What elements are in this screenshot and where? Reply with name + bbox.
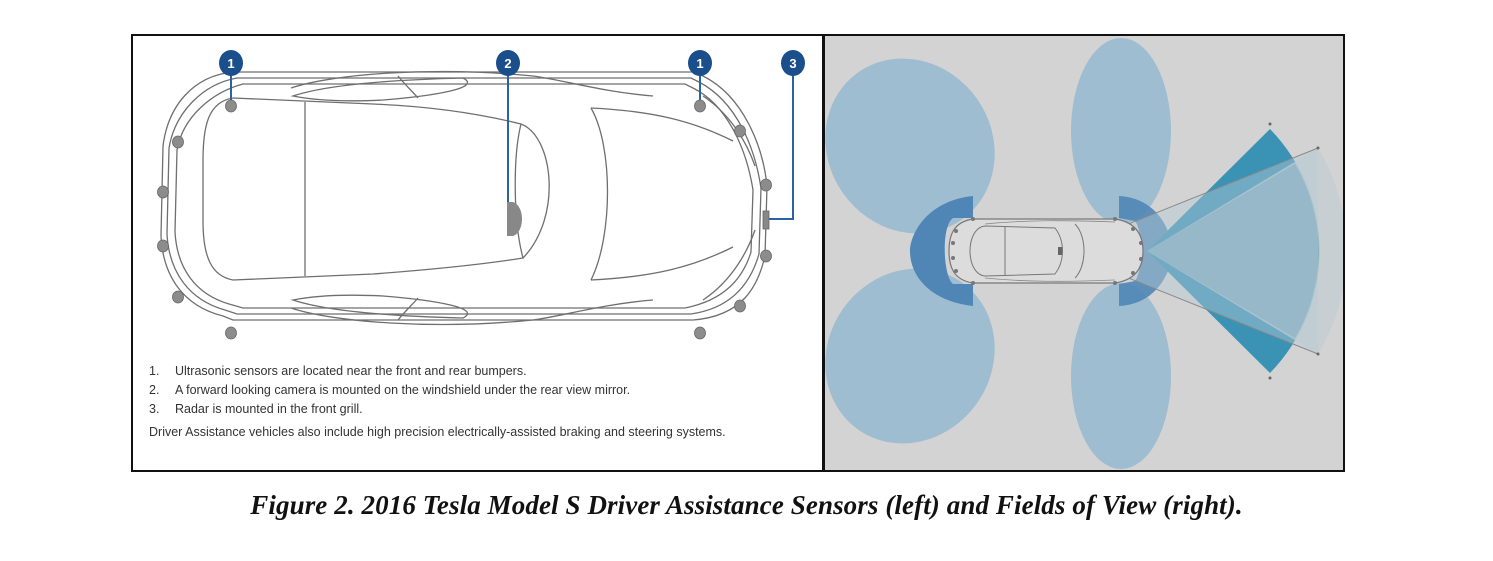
sensor-dot [225,99,237,113]
car-top-view [948,217,1144,285]
panel-divider [822,36,825,470]
fov-diagram [825,38,1343,469]
legend-item: 1. Ultrasonic sensors are located near t… [149,362,809,381]
figure-caption: Figure 2. 2016 Tesla Model S Driver Assi… [250,490,1243,520]
callout-number: 3 [789,56,796,71]
ultrasonic-lobes [825,38,1171,469]
sensor-dot [225,326,237,340]
legend-number: 3. [149,402,160,416]
sensor-dot [734,299,746,313]
radar-marker [762,210,770,230]
figure-frame: 1 2 1 3 1. Ultrasonic sensors are locate… [131,34,1345,472]
front-near-field [1119,196,1173,306]
callout-badge-3: 3 [781,50,805,76]
legend-number: 2. [149,383,160,397]
sensor-legend: 1. Ultrasonic sensors are located near t… [149,362,809,440]
legend-item: 2. A forward looking camera is mounted o… [149,381,809,400]
sensor-dot [157,185,169,199]
fields-of-view-panel [825,36,1343,470]
legend-number: 1. [149,364,160,378]
sensor-dot [734,124,746,138]
callout-badge-2: 2 [496,50,520,76]
rear-right-lobe [825,268,995,444]
legend-item: 3. Radar is mounted in the front grill. [149,400,809,419]
front-left-lobe [1071,38,1171,224]
callout-badge-1-front: 1 [688,50,712,76]
sensors-panel: 1 2 1 3 1. Ultrasonic sensors are locate… [133,36,822,470]
sensor-dot [172,290,184,304]
car-outline [160,70,768,326]
camera-marker [507,202,522,236]
camera-sector [1147,164,1319,338]
rear-left-lobe [825,58,995,234]
sensor-dot [172,135,184,149]
ultrasonic-sensors [157,99,772,340]
callout-number: 2 [504,56,511,71]
cone-end-marker [1316,352,1320,356]
callout-badge-1-rear: 1 [219,50,243,76]
front-right-lobe [1071,283,1171,469]
car-sensor-diagram: 1 2 1 3 [157,50,805,340]
rear-near-field [910,196,973,306]
cone-end-marker [1316,146,1320,150]
radar-end-marker [1268,376,1272,380]
sensor-dot [760,178,772,192]
sensor-dot [760,249,772,263]
legend-text: A forward looking camera is mounted on t… [175,383,631,397]
fov-sensor-dots [951,217,1143,285]
camera-cone [1061,148,1318,354]
radar-end-marker [1268,122,1272,126]
callout-number: 1 [227,56,234,71]
legend-text: Ultrasonic sensors are located near the … [175,364,527,378]
sensor-dot [694,326,706,340]
legend-note: Driver Assistance vehicles also include … [149,425,726,439]
legend-text: Radar is mounted in the front grill. [175,402,363,416]
callout-number: 1 [696,56,703,71]
camera-marker [1058,247,1062,255]
sensor-dot [157,239,169,253]
callout-lines [230,72,794,220]
sensor-dot [694,99,706,113]
